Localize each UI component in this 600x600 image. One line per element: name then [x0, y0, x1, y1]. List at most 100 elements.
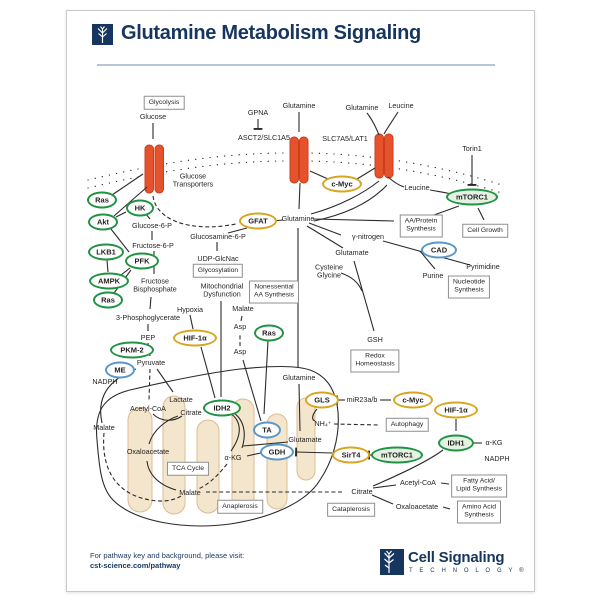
label-nadph-left: NADPH: [92, 376, 118, 386]
label-lactate: Lactate: [169, 394, 193, 404]
box-aa-protein-synthesis: AA/Protein Synthesis: [399, 214, 443, 238]
node-pkm-2: PKM-2: [110, 341, 154, 359]
label-malate-left: Malate: [93, 422, 115, 432]
label-fructose-bisphosphate: Fructose Bisphosphate: [133, 276, 177, 294]
label-malate-tca: Malate: [179, 487, 201, 497]
label-acetyl-coa-mito: Acetyl-CoA: [130, 403, 166, 413]
label-glucosamine-6-p: Glucosamine-6-P: [190, 231, 246, 241]
label-oxaloacetate-mito: Oxaloacetate: [126, 446, 170, 456]
cst-brand-name: Cell Signaling: [408, 549, 505, 566]
label-fructose-6-p: Fructose-6-P: [132, 240, 174, 250]
label-glutamate-mito: Glutamate: [288, 434, 322, 444]
box-nucleotide-synthesis: Nucleotide Synthesis: [447, 275, 491, 299]
label-mir23ab: miR23a/b: [346, 394, 378, 404]
cst-brand-sub: T E C H N O L O G Y ®: [409, 568, 527, 574]
label-glutamine-top-out: Glutamine: [345, 102, 379, 112]
node-idh1: IDH1: [438, 434, 474, 452]
box-cell-growth: Cell Growth: [462, 223, 508, 239]
box-amino-acid-synthesis: Amino Acid Synthesis: [456, 500, 502, 524]
box-anaplerosis: Anaplerosis: [217, 499, 263, 515]
label-nadph-right: NADPH: [484, 453, 510, 463]
node-gdh: GDH: [260, 443, 294, 461]
box-fatty-acid-lipid-synthesis: Fatty Acid/ Lipid Synthesis: [451, 474, 507, 498]
box-glycolysis: Glycolysis: [143, 95, 185, 111]
node-ta: TA: [253, 421, 281, 439]
node-mtorc1-top: mTORC1: [446, 188, 498, 206]
label-a-kg-mito: α-KG: [224, 452, 242, 462]
page-title: Glutamine Metabolism Signaling: [121, 22, 421, 44]
label-gpna: GPNA: [247, 107, 269, 117]
label-asp-upper: Asp: [233, 321, 247, 331]
label-cysteine-glycine: Cysteine Glycine: [315, 262, 343, 280]
title-tree-icon: [92, 24, 113, 45]
node-ras-3: Ras: [254, 324, 284, 342]
footer-pathway-link[interactable]: cst-science.com/pathway: [90, 561, 181, 571]
node-me: ME: [105, 361, 135, 379]
label-slc7a5-lat1: SLC7A5/LAT1: [322, 133, 368, 143]
node-ampk: AMPK: [89, 272, 129, 290]
label-citrate-mito: Citrate: [180, 407, 202, 417]
label-phosphoglycerate-3: 3-Phosphoglycerate: [116, 312, 180, 322]
label-acetyl-coa-cyto: Acetyl-CoA: [400, 477, 436, 487]
label-glucose-6-p: Glucose-6-P: [132, 220, 172, 230]
tree-icon: [97, 26, 108, 43]
box-redox-homeostasis: Redox Homeostasis: [350, 349, 400, 373]
label-malate-shuttle: Malate: [232, 303, 254, 313]
footer-note: For pathway key and background, please v…: [90, 551, 244, 571]
cst-logo-square: [380, 549, 404, 575]
label-hypoxia: Hypoxia: [177, 304, 203, 314]
box-autophagy: Autophagy: [385, 417, 429, 433]
node-sirt4: SirT4: [332, 446, 370, 464]
node-ras-1: Ras: [87, 191, 117, 209]
node-akt: Akt: [88, 213, 118, 231]
label-oxaloacetate-cyto: Oxaloacetate: [395, 501, 439, 511]
label-glutamine-top-in: Glutamine: [282, 100, 316, 110]
title-divider: [97, 64, 495, 66]
label-glucose: Glucose: [139, 111, 167, 121]
label-pyruvate: Pyruvate: [136, 357, 166, 367]
footer-note-text: For pathway key and background, please v…: [90, 551, 245, 560]
label-glutamine-mito: Glutamine: [282, 372, 316, 382]
label-glutamate-cyto: Glutamate: [335, 247, 369, 257]
box-cataplerosis: Cataplerosis: [327, 502, 375, 518]
box-nonessential-aa-synthesis: Nonessential AA Synthesis: [248, 280, 300, 304]
node-cad: CAD: [421, 241, 457, 259]
label-pyrimidine: Pyrimidine: [466, 261, 500, 271]
node-mtorc1-bottom: mTORC1: [371, 446, 423, 464]
node-ras-2: Ras: [93, 291, 123, 309]
box-tca-cycle: TCA Cycle: [166, 461, 210, 477]
node-hk: HK: [126, 199, 154, 217]
node-c-myc-top: c-Myc: [322, 175, 362, 193]
label-leucine-inner: Leucine: [404, 182, 430, 192]
slc7a5-lat1-transporter: [374, 133, 394, 179]
label-glutamine-cyto: Glutamine: [281, 213, 315, 223]
node-c-myc-bottom: c-Myc: [393, 391, 433, 409]
node-gfat: GFAT: [239, 212, 277, 230]
label-pep: PEP: [140, 332, 156, 342]
label-leucine-top: Leucine: [388, 100, 414, 110]
node-hif-1a-right: HIF-1α: [434, 401, 478, 419]
label-asp-lower: Asp: [233, 346, 247, 356]
node-lkb1: LKB1: [88, 243, 124, 261]
node-pfk: PFK: [125, 252, 159, 270]
pathway-arrows: [100, 111, 485, 510]
asct2-slc1a5-transporter: [289, 136, 309, 184]
label-purine: Purine: [422, 270, 444, 280]
label-udp-glcnac: UDP-GlcNac: [197, 253, 239, 263]
cst-tree-icon: [384, 550, 395, 573]
label-nh4: NH₄⁺: [314, 418, 332, 428]
node-gls: GLS: [305, 391, 339, 409]
node-idh2: IDH2: [203, 399, 241, 417]
box-glycosylation: Glycosylation: [192, 263, 244, 279]
label-asct2-slc1a5: ASCT2/SLC1A5: [238, 132, 290, 142]
label-a-kg-right: α-KG: [485, 437, 503, 447]
label-gamma-nitrogen: γ-nitrogen: [352, 231, 384, 241]
node-hif-1a-left: HIF-1α: [173, 329, 217, 347]
label-gsh: GSH: [367, 334, 383, 344]
label-citrate-cyto: Citrate: [351, 486, 373, 496]
glucose-transporter: [144, 144, 164, 194]
label-glucose-transporters: Glucose Transporters: [172, 171, 214, 189]
label-mitochondrial-dysfunction: Mitochondrial Dysfunction: [200, 281, 244, 299]
